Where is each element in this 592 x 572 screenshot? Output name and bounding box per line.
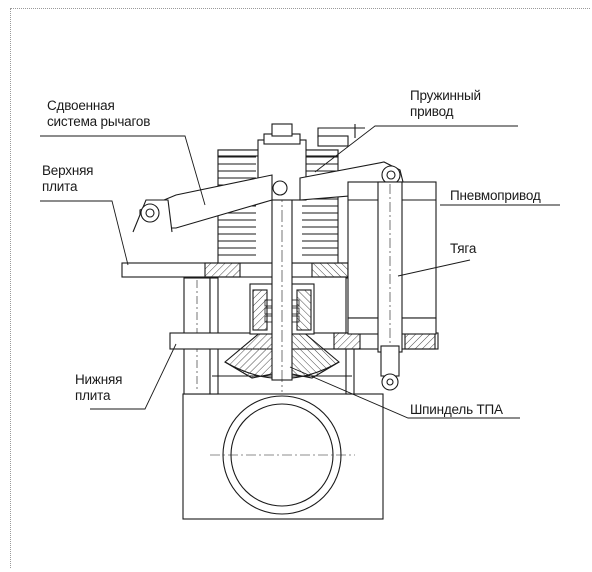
label-rod: Тяга [450, 241, 477, 256]
label-pneumatic-drive: Пневмопривод [450, 188, 541, 203]
frame-border [10, 8, 590, 568]
label-spindle: Шпиндель ТПА [410, 402, 503, 417]
valve-body [182, 393, 384, 520]
